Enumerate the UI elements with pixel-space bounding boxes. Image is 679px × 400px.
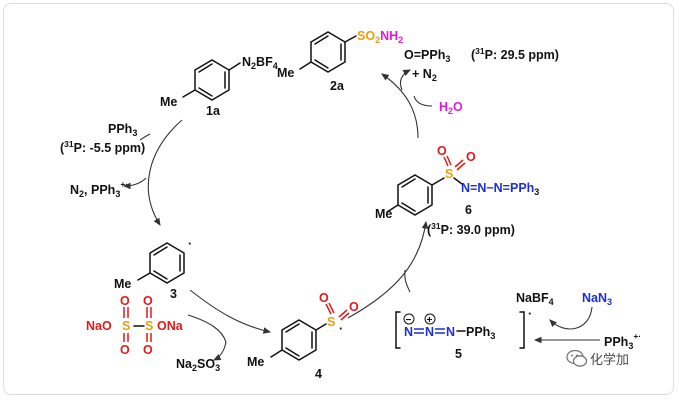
- arrow-thiosulfate: [187, 314, 227, 343]
- azide-n2: N: [425, 325, 434, 339]
- water-label: H2O: [439, 100, 463, 116]
- figure-frame: [3, 3, 674, 395]
- byproduct-n2-pph3-radical-cation: N2, PPh3+·: [70, 179, 128, 199]
- arrow-4-to-6: [347, 220, 429, 319]
- methyl-label: Me: [277, 66, 294, 80]
- compound-number-2a: 2a: [330, 79, 345, 93]
- methyl-label: Me: [114, 277, 131, 291]
- p31-shift-oppph3: (31P: 29.5 ppm): [471, 46, 559, 62]
- ona-label: ONa: [157, 319, 184, 333]
- radical-dot: ·: [528, 307, 532, 321]
- radical-dot: ·: [188, 237, 192, 251]
- compound-number-4: 4: [315, 367, 322, 381]
- plus-charge: +: [427, 315, 433, 326]
- arrow-3-to-4: [189, 289, 272, 334]
- oxygen-2: O: [466, 150, 476, 164]
- compound-1a: N2BF4 Me 1a: [160, 55, 278, 118]
- na2so3-label: Na2SO3: [176, 357, 220, 373]
- wechat-icon: [566, 349, 588, 367]
- compound-number-3: 3: [170, 287, 177, 301]
- nao-label: NaO: [86, 319, 112, 333]
- oxygen-bottom-2: O: [143, 343, 153, 357]
- oxygen-1: O: [437, 144, 447, 158]
- azide-n1: N: [404, 325, 413, 339]
- sulfur-right: S: [145, 319, 153, 333]
- compound-number-6: 6: [465, 203, 472, 217]
- watermark-text: 化学加: [590, 353, 630, 368]
- p31-shift-pph3: (31P: -5.5 ppm): [60, 139, 145, 155]
- compound-5: · N N N PPh3 − + 5: [395, 307, 532, 361]
- methyl-label: Me: [160, 95, 177, 109]
- methyl-label: Me: [247, 355, 264, 369]
- arrow-6-to-2a: [381, 73, 419, 139]
- pph3-group: PPh3: [466, 325, 495, 341]
- compound-number-1a: 1a: [206, 104, 221, 118]
- compound-2a: SO2NH2 Me 2a: [277, 29, 403, 93]
- oxygen-top-2: O: [143, 294, 153, 308]
- arrow-na2so3-out: [213, 341, 227, 361]
- nan3-label: NaN3: [582, 291, 612, 307]
- arrow-oppph3-out: [399, 69, 411, 91]
- oxygen-bottom-1: O: [120, 343, 130, 357]
- sulfur-label: S: [445, 167, 453, 181]
- sulfonamide-group: SO2NH2: [357, 29, 403, 45]
- methyl-label: Me: [375, 207, 392, 221]
- pph3-reagent: PPh3: [108, 122, 137, 138]
- thiosulfate-reagent: NaO S S ONa O O O O Na2SO3: [86, 294, 220, 373]
- compound-number-5: 5: [455, 347, 462, 361]
- sulfur-left: S: [122, 319, 130, 333]
- oxygen-top-1: O: [120, 294, 130, 308]
- oppph3-label: O=PPh3: [404, 48, 450, 64]
- triazene-chain: N=N−N=PPh3: [461, 181, 539, 197]
- arrow-1a-to-3: [147, 119, 183, 226]
- arrow-n2-out: [122, 177, 147, 190]
- diazonium-label: N2BF4: [242, 55, 278, 71]
- arrow-h2o-in: [413, 95, 433, 107]
- plus-n2-label: + N2: [412, 67, 437, 83]
- compound-3: · Me 3: [114, 237, 192, 301]
- pph3-radical-cation: PPh3+·: [604, 331, 641, 351]
- arrow-pph3-in: [139, 133, 151, 141]
- compound-4: S O O · Me 4: [247, 291, 359, 381]
- oxygen-1: O: [319, 291, 329, 305]
- sulfur-label: S: [327, 315, 335, 329]
- oxygen-2: O: [349, 300, 359, 314]
- arrow-nan3-nabf4: [549, 306, 593, 330]
- nabf4-label: NaBF4: [516, 291, 554, 307]
- minus-charge: −: [406, 315, 412, 326]
- p31-shift-6: (31P: 39.0 ppm): [427, 221, 515, 237]
- azide-n3: N: [446, 325, 455, 339]
- watermark: 化学加: [566, 346, 666, 372]
- arrow-5-in: [404, 269, 411, 293]
- compound-6: S O O N=N−N=PPh3 Me 6 (31P: 39.0 ppm): [375, 144, 539, 237]
- radical-dot: ·: [339, 322, 343, 336]
